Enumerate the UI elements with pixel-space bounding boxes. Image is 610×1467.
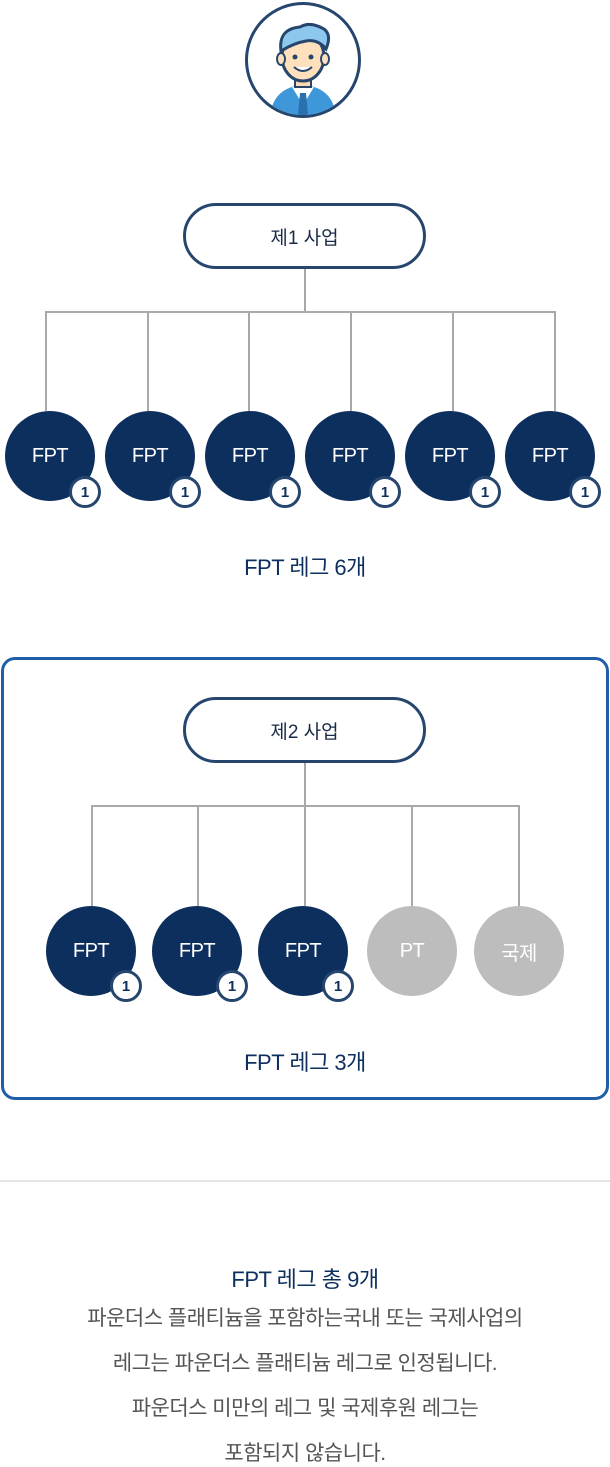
summary-line: 레그는 파운더스 플래티늄 레그로 인정됩니다. <box>112 1352 498 1375</box>
summary-line: 파운더스 미만의 레그 및 국제후원 레그는 <box>131 1397 479 1420</box>
connector-drop <box>304 805 306 906</box>
summary-line: 파운더스 플래티늄을 포함하는국내 또는 국제사업의 <box>87 1307 523 1330</box>
connector-drop <box>411 805 413 906</box>
leg-node-pt: PT <box>367 906 457 996</box>
connector-drop <box>45 311 47 411</box>
leg-count-badge: 1 <box>110 970 142 1002</box>
business-2-title: 제2 사업 <box>270 721 339 743</box>
connector-drop <box>248 311 250 411</box>
leg-count-badge: 1 <box>322 970 354 1002</box>
badge-value: 1 <box>580 483 590 501</box>
leg-label: FPT <box>72 939 110 962</box>
leg-count-badge: 1 <box>69 476 101 508</box>
leg-label: FPT <box>531 444 569 467</box>
business-1-label: 제1 사업 <box>183 203 426 269</box>
group-1-caption: FPT 레그 6개 <box>244 555 366 580</box>
leg-count-badge: 1 <box>169 476 201 508</box>
leg-label: FPT <box>178 939 216 962</box>
divider <box>0 1180 610 1182</box>
leg-count-badge: 1 <box>569 476 601 508</box>
leg-label: FPT <box>284 939 322 962</box>
connector-drop <box>452 311 454 411</box>
group-2-caption: FPT 레그 3개 <box>244 1050 366 1075</box>
summary-line: 포함되지 않습니다. <box>224 1442 386 1465</box>
leg-label: 국제 <box>501 942 537 965</box>
leg-node-international: 국제 <box>474 906 564 996</box>
badge-value: 1 <box>280 483 290 501</box>
badge-value: 1 <box>480 483 490 501</box>
connector-drop <box>350 311 352 411</box>
user-avatar-icon <box>245 2 361 118</box>
connector-drop <box>91 805 93 906</box>
summary-title: FPT 레그 총 9개 <box>231 1267 379 1292</box>
leg-count-badge: 1 <box>216 970 248 1002</box>
leg-label: PT <box>399 939 425 962</box>
connector-trunk-2 <box>304 763 306 806</box>
badge-value: 1 <box>380 483 390 501</box>
business-1-title: 제1 사업 <box>270 227 339 249</box>
leg-label: FPT <box>131 444 169 467</box>
leg-label: FPT <box>431 444 469 467</box>
connector-drop <box>147 311 149 411</box>
badge-value: 1 <box>80 483 90 501</box>
leg-label: FPT <box>31 444 69 467</box>
connector-trunk-1 <box>304 269 306 312</box>
leg-count-badge: 1 <box>269 476 301 508</box>
leg-count-badge: 1 <box>369 476 401 508</box>
badge-value: 1 <box>227 977 237 995</box>
business-2-highlight-box <box>1 657 609 1100</box>
connector-drop <box>518 805 520 906</box>
leg-count-badge: 1 <box>469 476 501 508</box>
badge-value: 1 <box>180 483 190 501</box>
badge-value: 1 <box>333 977 343 995</box>
badge-value: 1 <box>121 977 131 995</box>
leg-label: FPT <box>231 444 269 467</box>
connector-bar-1 <box>45 311 556 313</box>
business-2-label: 제2 사업 <box>183 697 426 763</box>
connector-drop <box>554 311 556 411</box>
connector-drop <box>197 805 199 906</box>
leg-label: FPT <box>331 444 369 467</box>
